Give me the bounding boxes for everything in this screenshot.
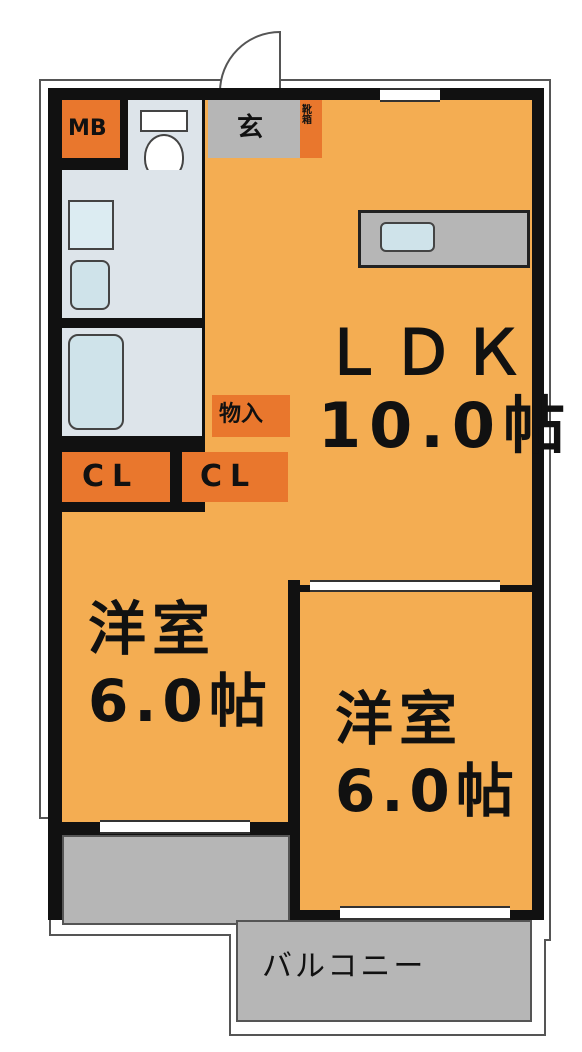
window-room-left — [100, 820, 250, 834]
window-top — [380, 88, 440, 102]
shoe-box-label: 靴箱 — [302, 105, 312, 126]
closet-left-label: CL — [82, 459, 140, 494]
entrance-label: 玄 — [237, 113, 264, 143]
closet-left — [62, 452, 170, 502]
meter-box — [62, 100, 120, 158]
kitchen-sink — [380, 222, 435, 252]
west-room-left-size: 6.0帖 — [88, 667, 273, 735]
ldk-size: 10.0帖 — [318, 389, 573, 462]
outer-outline — [39, 79, 551, 1036]
balcony-label: バルコニー — [262, 949, 427, 984]
west-room-right-floor — [300, 592, 532, 910]
window-room-right — [340, 906, 510, 920]
ldk-room-divider-window — [310, 580, 500, 592]
toilet-tank — [140, 110, 188, 132]
storage-label: 物入 — [219, 402, 264, 427]
meter-box-label: MB — [68, 116, 107, 141]
closet-right-label: CL — [200, 459, 258, 494]
balcony-right — [236, 920, 532, 1022]
west-room-left-floor — [62, 512, 288, 822]
shoe-box — [300, 100, 322, 158]
west-room-left-name: 洋室 — [88, 595, 217, 663]
bathtub — [68, 334, 124, 430]
west-room-right-name: 洋室 — [335, 685, 464, 753]
storage — [212, 395, 290, 437]
west-room-right-size: 6.0帖 — [335, 757, 520, 825]
ldk-name: ＬＤＫ — [322, 316, 533, 389]
wash-basin — [70, 260, 110, 310]
entrance-door-swing — [219, 30, 281, 93]
ldk-floor-ext — [300, 385, 532, 585]
entrance-floor — [208, 100, 300, 158]
washing-machine-space — [68, 200, 114, 250]
balcony-left — [62, 835, 290, 925]
closet-right — [182, 452, 288, 502]
